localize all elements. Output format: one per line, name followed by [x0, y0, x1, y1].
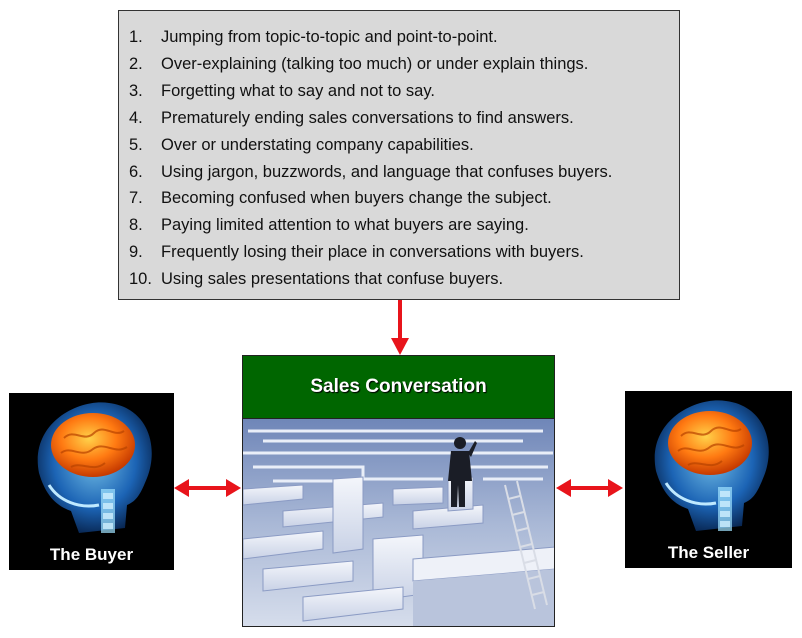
- list-item: 8.Paying limited attention to what buyer…: [129, 216, 529, 235]
- buyer-panel: The Buyer: [9, 393, 174, 570]
- list-item: 1.Jumping from topic-to-topic and point-…: [129, 28, 498, 46]
- pitfalls-list: 1.Jumping from topic-to-topic and point-…: [119, 11, 679, 293]
- two-way-arrow-icon: [556, 479, 623, 497]
- conversation-title: Sales Conversation: [243, 356, 554, 419]
- seller-label: The Seller: [667, 543, 750, 562]
- head-brain-icon: [37, 402, 152, 533]
- list-item: 5.Over or understating company capabilit…: [129, 135, 474, 154]
- two-way-arrow-icon: [174, 479, 241, 497]
- list-item: 2.Over-explaining (talking too much) or …: [129, 54, 589, 73]
- sales-conversation-box: Sales Conversation: [242, 355, 555, 627]
- list-item: 10.Using sales presentations that confus…: [129, 270, 504, 289]
- buyer-label: The Buyer: [49, 545, 134, 564]
- list-item: 4.Prematurely ending sales conversations…: [129, 108, 574, 127]
- list-item: 9.Frequently losing their place in conve…: [129, 243, 584, 262]
- pitfalls-list-box: 1.Jumping from topic-to-topic and point-…: [118, 10, 680, 300]
- list-item: 7.Becoming confused when buyers change t…: [129, 189, 552, 208]
- list-item: 3.Forgetting what to say and not to say.: [129, 81, 435, 100]
- down-arrow-icon: [391, 300, 409, 355]
- maze-image: [243, 419, 554, 626]
- seller-panel: The Seller: [625, 391, 792, 568]
- head-brain-icon: [654, 400, 769, 531]
- list-item: 6.Using jargon, buzzwords, and language …: [129, 162, 613, 181]
